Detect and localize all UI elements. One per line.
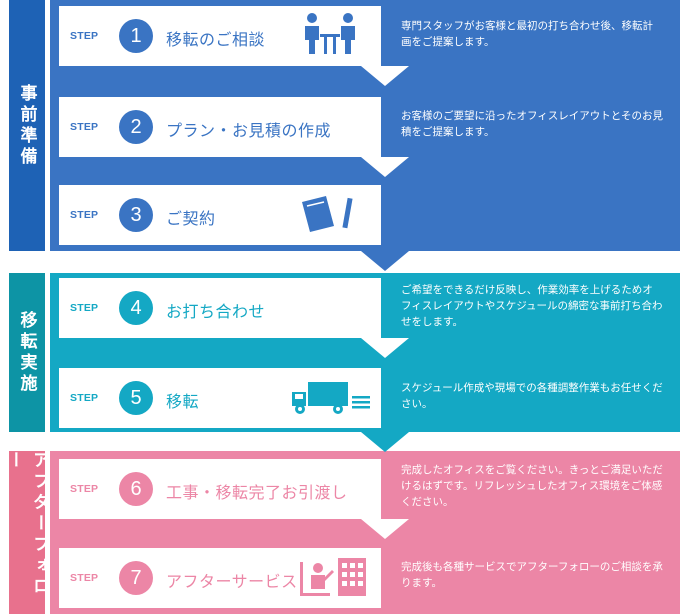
step-number: 6 [119,472,153,506]
contract-icon [302,196,353,232]
down-arrow [361,157,409,177]
step-number: 2 [119,110,153,144]
step-label: STEP [70,209,99,221]
step-description: ご希望をできるだけ反映し、作業効率を上げるためオフィスレイアウトやスケジュールの… [401,284,663,328]
down-arrow [361,519,409,539]
step-label: STEP [70,392,99,404]
down-arrow [361,338,409,358]
step-description: 専門スタッフがお客様と最初の打ち合わせ後、移転計画をご提案します。 [401,20,653,48]
step-number: 4 [119,291,153,325]
step-number: 7 [119,561,153,595]
step-number: 5 [119,381,153,415]
step-description: 完成後も各種サービスでアフターフォローのご相談を承ります。 [401,561,663,589]
step-title: ご契約 [166,209,216,228]
truck-icon [292,382,370,414]
phase-after-follow: アフターフォロー [4,451,49,614]
step-description: スケジュール作成や現場での各種調整作業もお任せください。 [401,382,663,410]
after-service-icon [300,558,366,596]
step-card-6 [59,459,381,519]
step-title: 工事・移転完了お引渡し [166,483,348,502]
step-title: 移転 [166,392,200,411]
step-number: 3 [119,198,153,232]
step-title: アフターサービス [166,572,298,591]
phase-label: 事前準備 [16,83,37,168]
step-description: お客様のご要望に沿ったオフィスレイアウトとそのお見積をご提案します。 [401,110,663,138]
meeting-icon [305,13,355,54]
down-arrow [361,251,409,271]
phase-preparation: 事前準備 [9,0,45,251]
step-title: 移転のご相談 [166,30,266,49]
step-card-4 [59,278,381,338]
phase-execution: 移転実施 [9,273,45,432]
step-title: プラン・お見積の作成 [166,121,332,140]
step-label: STEP [70,302,99,314]
step-label: STEP [70,30,99,42]
step-title: お打ち合わせ [166,302,266,321]
step-number: 1 [119,19,153,53]
step-label: STEP [70,121,99,133]
down-arrow [361,432,409,452]
step-label: STEP [70,572,99,584]
phase-label: 移転実施 [16,310,37,395]
phase-label: アフターフォロー [4,451,49,598]
step-label: STEP [70,483,99,495]
step-card-2 [59,97,381,157]
step-description: 完成したオフィスをご覧ください。きっとご満足いただけるはずです。リフレッシュした… [401,464,663,508]
down-arrow [361,66,409,86]
